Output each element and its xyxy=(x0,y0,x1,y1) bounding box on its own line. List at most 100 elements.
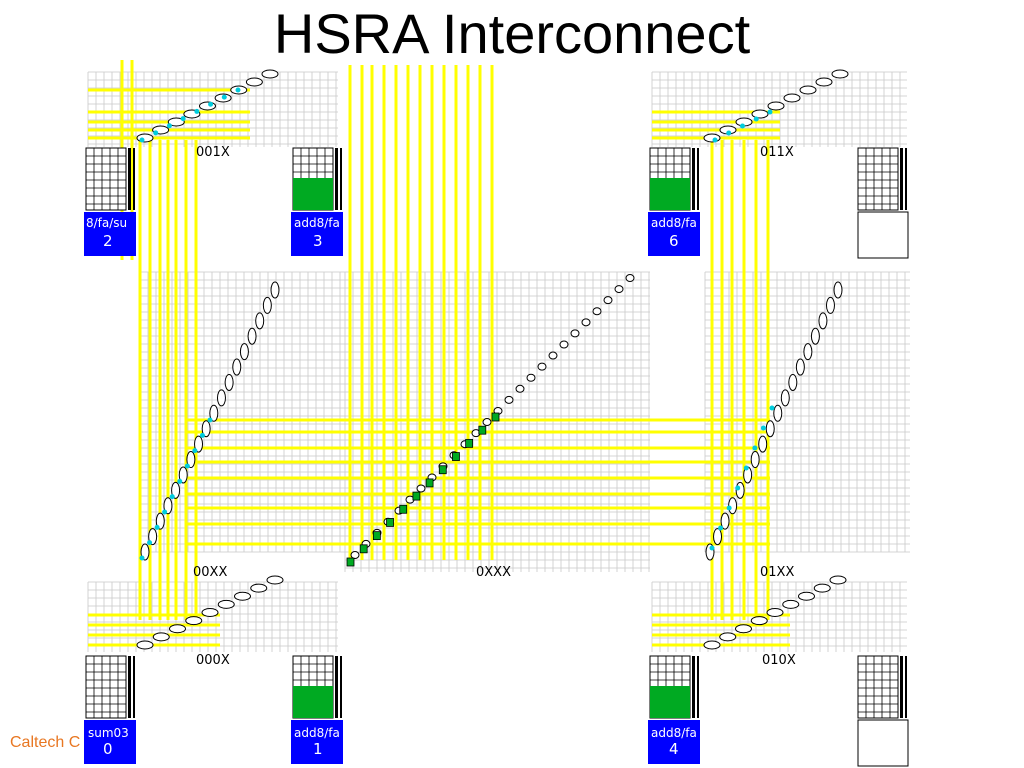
switch-oval xyxy=(548,351,558,360)
block-0-number: 0 xyxy=(103,740,113,758)
switch-oval xyxy=(783,93,801,103)
slide-title: HSRA Interconnect xyxy=(273,2,751,65)
switch-oval xyxy=(625,274,635,282)
switch-dot xyxy=(221,94,227,100)
switch-oval xyxy=(758,435,768,453)
switch-oval xyxy=(803,343,813,361)
switch-dot xyxy=(166,123,172,129)
switch-dot xyxy=(194,108,200,114)
switch-oval xyxy=(537,362,547,371)
switch-oval xyxy=(169,624,186,634)
switch-oval xyxy=(766,608,784,617)
switch-box xyxy=(452,452,460,461)
switch-box xyxy=(425,478,434,488)
switch-oval xyxy=(795,358,805,376)
switch-dot xyxy=(207,417,213,423)
switch-box xyxy=(399,504,408,514)
block-4-name: add8/fa xyxy=(651,726,697,740)
switch-oval xyxy=(199,101,216,111)
switch-label-000X: 000X xyxy=(196,653,230,668)
lut-grid xyxy=(857,147,899,211)
switch-oval xyxy=(798,591,815,601)
switch-oval xyxy=(788,373,798,391)
switch-oval xyxy=(603,296,613,305)
switch-oval xyxy=(825,296,835,314)
switch-oval xyxy=(750,616,768,626)
block-6-number: 6 xyxy=(669,232,679,250)
lut-config-bits xyxy=(650,178,690,210)
switch-dot xyxy=(753,116,759,122)
switch-dot xyxy=(743,465,749,471)
switch-oval xyxy=(559,340,569,349)
switch-oval xyxy=(136,640,154,650)
switch-box xyxy=(372,531,381,541)
switch-oval xyxy=(780,389,790,407)
lut-config-bits xyxy=(293,686,333,718)
switch-oval xyxy=(224,373,234,391)
switch-box xyxy=(386,518,394,527)
switch-box xyxy=(491,412,500,422)
switch-dot xyxy=(139,555,145,561)
switch-dot xyxy=(760,425,766,431)
switch-dot xyxy=(235,87,241,93)
switch-oval xyxy=(216,389,226,407)
switch-oval xyxy=(209,404,219,422)
switch-label-001X: 001X xyxy=(196,145,230,160)
switch-oval xyxy=(833,281,843,299)
lut-bar xyxy=(905,148,907,210)
switch-oval xyxy=(217,599,235,609)
switch-oval xyxy=(167,117,185,127)
switch-oval xyxy=(482,418,492,427)
switch-box xyxy=(359,544,368,554)
switch-oval xyxy=(570,329,580,338)
switch-oval xyxy=(185,616,203,626)
switch-oval xyxy=(765,420,775,438)
switch-oval xyxy=(261,69,279,79)
lut-bar xyxy=(697,656,699,718)
switch-oval xyxy=(266,575,284,585)
switch-dot xyxy=(769,405,775,411)
switch-oval xyxy=(194,435,204,453)
switch-oval xyxy=(703,133,721,143)
switch-oval xyxy=(767,101,785,111)
switch-oval xyxy=(831,69,849,79)
lut-bar xyxy=(335,148,338,210)
switch-dot xyxy=(726,505,732,511)
switch-oval xyxy=(818,312,828,330)
lut-bar xyxy=(128,656,131,718)
switch-dot xyxy=(726,130,732,136)
block-3-name: add8/fa xyxy=(294,216,340,230)
switch-oval xyxy=(136,133,154,143)
logic-block xyxy=(291,720,343,764)
switch-dot xyxy=(154,524,160,530)
switch-oval xyxy=(234,591,251,601)
switch-label-010X: 010X xyxy=(762,653,796,668)
yellow-wires xyxy=(88,60,790,647)
switch-dot xyxy=(718,525,724,531)
switch-oval xyxy=(250,583,268,593)
switch-box xyxy=(438,465,447,475)
switch-oval xyxy=(719,632,737,642)
switch-box xyxy=(346,557,355,567)
switch-box xyxy=(412,491,421,501)
switch-dot xyxy=(139,137,145,143)
switch-oval xyxy=(232,358,242,376)
switch-dot xyxy=(752,445,758,451)
switch-oval xyxy=(720,512,730,530)
switch-ovals xyxy=(136,69,849,650)
switch-dot xyxy=(208,101,214,107)
block-1-number: 1 xyxy=(313,740,323,758)
switch-label-00XX: 00XX xyxy=(193,565,227,580)
lut-bar xyxy=(692,656,695,718)
switch-oval xyxy=(782,599,800,609)
block-1-name: add8/fa xyxy=(294,726,340,740)
block-3-number: 3 xyxy=(313,232,323,250)
block-6-name: add8/fa xyxy=(651,216,697,230)
lut-config-bits xyxy=(293,178,333,210)
switch-label-0XXX: 0XXX xyxy=(476,565,511,580)
switch-oval xyxy=(416,484,426,493)
logic-block xyxy=(648,720,700,764)
lut-bar xyxy=(335,656,338,718)
switch-dot xyxy=(162,509,168,515)
switch-oval xyxy=(581,318,591,327)
